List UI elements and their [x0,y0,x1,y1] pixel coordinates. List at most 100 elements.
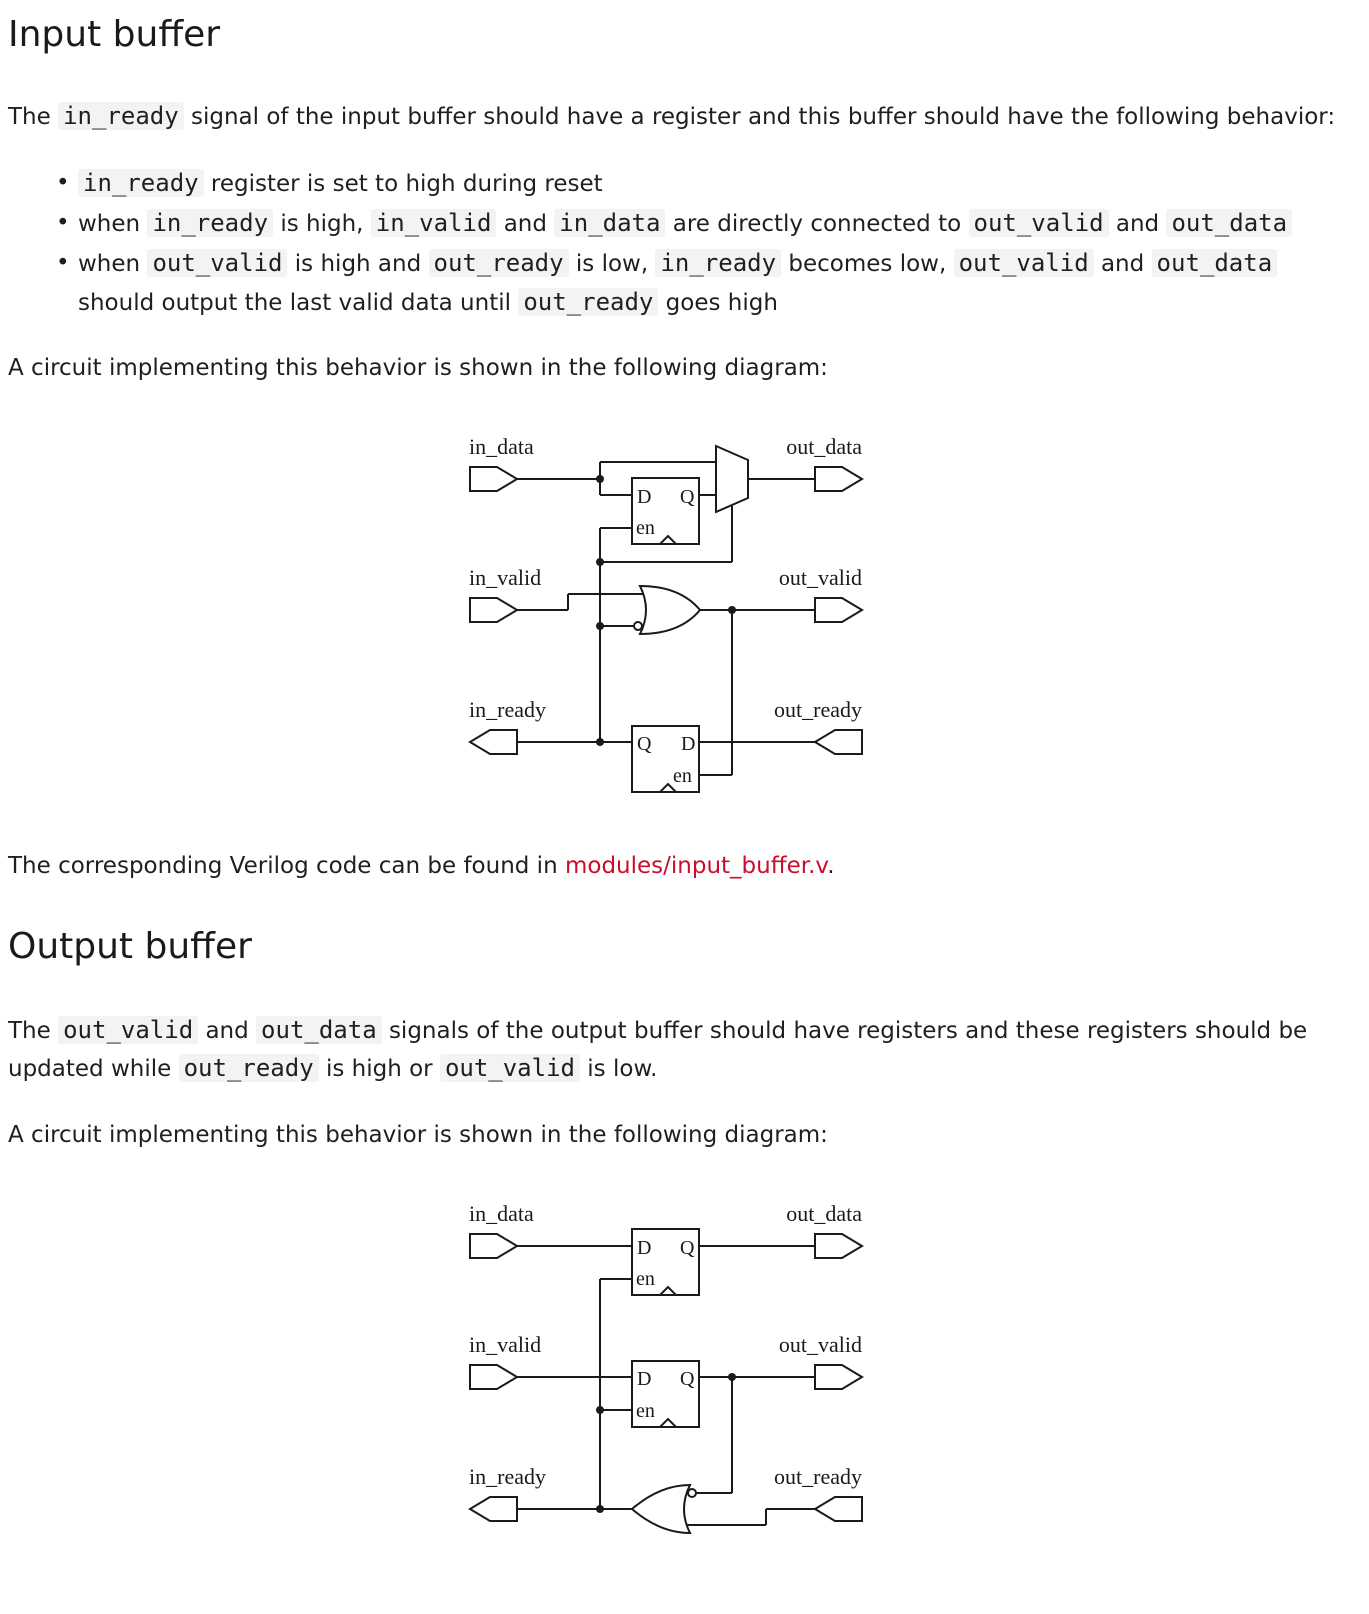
in-data-port [469,1233,519,1259]
in-valid-port [469,1364,519,1390]
text: The [8,104,59,130]
text: is low. [579,1056,658,1082]
pin-q: Q [680,486,695,508]
out-valid-port [814,1364,864,1390]
pin-q: Q [637,733,652,755]
bullet-2: • when in_ready is high, in_valid and in… [56,204,1293,243]
output-buffer-intro-line1: The out_valid and out_data signals of th… [8,1011,1307,1050]
valid-register [631,1360,700,1428]
code: in_ready [78,169,204,197]
code: in_data [554,209,666,237]
pin-q: Q [680,1368,695,1390]
out-valid-port [814,597,864,623]
bullet-dot: • [56,210,70,236]
text: goes high [658,290,778,316]
code: in_valid [370,209,497,237]
label-out-data: out_data [786,434,862,459]
label-in-valid: in_valid [469,1332,541,1357]
in-data-port [469,466,519,492]
pin-d: D [637,1368,651,1390]
code: out_valid [58,1016,199,1044]
label-out-ready: out_ready [774,1464,862,1489]
or-gate [638,584,702,636]
output-buffer-intro-line2: updated while out_ready is high or out_v… [8,1049,657,1088]
label-in-data: in_data [469,434,534,459]
label-in-data: in_data [469,1201,534,1226]
code: out_valid [147,249,288,277]
label-out-valid: out_valid [779,1332,862,1357]
text: is low, [568,251,656,277]
code: out_data [1166,209,1293,237]
code: out_ready [518,288,659,316]
text: and [1108,211,1167,237]
mux [715,444,749,514]
output-buffer-circuit-diagram: in_data out_data in_valid out_valid in_r… [468,1201,864,1535]
label-in-ready: in_ready [469,1464,546,1489]
out-data-port [814,466,864,492]
data-register [631,477,700,545]
text: and [1093,251,1152,277]
text: register is set to high during reset [203,171,603,197]
inverted-input [633,621,643,631]
label-out-valid: out_valid [779,565,862,590]
text: when [78,251,148,277]
text: should output the last valid data until [78,290,519,316]
diagram-caption-2: A circuit implementing this behavior is … [8,1122,828,1148]
code: out_valid [439,1054,580,1082]
out-ready-port [813,729,863,755]
text: The corresponding Verilog code can be fo… [8,853,565,879]
in-valid-port [469,597,519,623]
text: becomes low, [781,251,954,277]
verilog-file-link[interactable]: modules/input_buffer.v [564,853,828,879]
input-buffer-intro: The in_ready signal of the input buffer … [8,97,1335,136]
label-out-ready: out_ready [774,697,862,722]
text: updated while [8,1056,179,1082]
bullet-dot: • [56,170,70,196]
text: is high and [287,251,429,277]
code: out_data [256,1016,382,1044]
in-ready-port [468,729,518,755]
code: out_valid [953,249,1094,277]
text: The [8,1018,59,1044]
text: is high or [318,1056,440,1082]
text: and [198,1018,257,1044]
pin-en: en [673,765,692,787]
or-gate [630,1483,692,1535]
verilog-reference: The corresponding Verilog code can be fo… [8,847,835,885]
bullet-1: • in_ready register is set to high durin… [56,164,603,203]
text: is high, [273,211,371,237]
pin-en: en [636,517,655,539]
text: when [78,211,148,237]
pin-en: en [636,1268,655,1290]
code: out_data [1151,249,1278,277]
inverted-input [687,1488,697,1498]
out-data-port [814,1233,864,1259]
pin-en: en [636,1400,655,1422]
bullet-dot: • [56,250,70,276]
bullet-3-continued: should output the last valid data until … [78,283,778,322]
text: and [496,211,555,237]
code: out_ready [428,249,569,277]
code: in_ready [655,249,782,277]
pin-d: D [637,1237,651,1259]
label-in-valid: in_valid [469,565,541,590]
pin-q: Q [680,1237,695,1259]
label-out-data: out_data [786,1201,862,1226]
bullet-3: • when out_valid is high and out_ready i… [56,244,1278,283]
ready-register [631,725,700,793]
pin-d: D [681,733,695,755]
input-buffer-circuit-diagram: in_data out_data in_valid out_valid in_r… [468,434,864,793]
diagram-caption-1: A circuit implementing this behavior is … [8,355,828,381]
code: in_ready [147,209,274,237]
text: are directly connected to [665,211,969,237]
text: signals of the output buffer should have… [381,1018,1308,1044]
out-ready-port [813,1496,863,1522]
code: out_valid [968,209,1109,237]
text: . [827,853,835,879]
data-register [631,1228,700,1296]
label-in-ready: in_ready [469,697,546,722]
in-ready-port [468,1496,518,1522]
heading-input-buffer: Input buffer [8,14,221,55]
heading-output-buffer: Output buffer [8,926,252,967]
code: out_ready [178,1054,319,1082]
